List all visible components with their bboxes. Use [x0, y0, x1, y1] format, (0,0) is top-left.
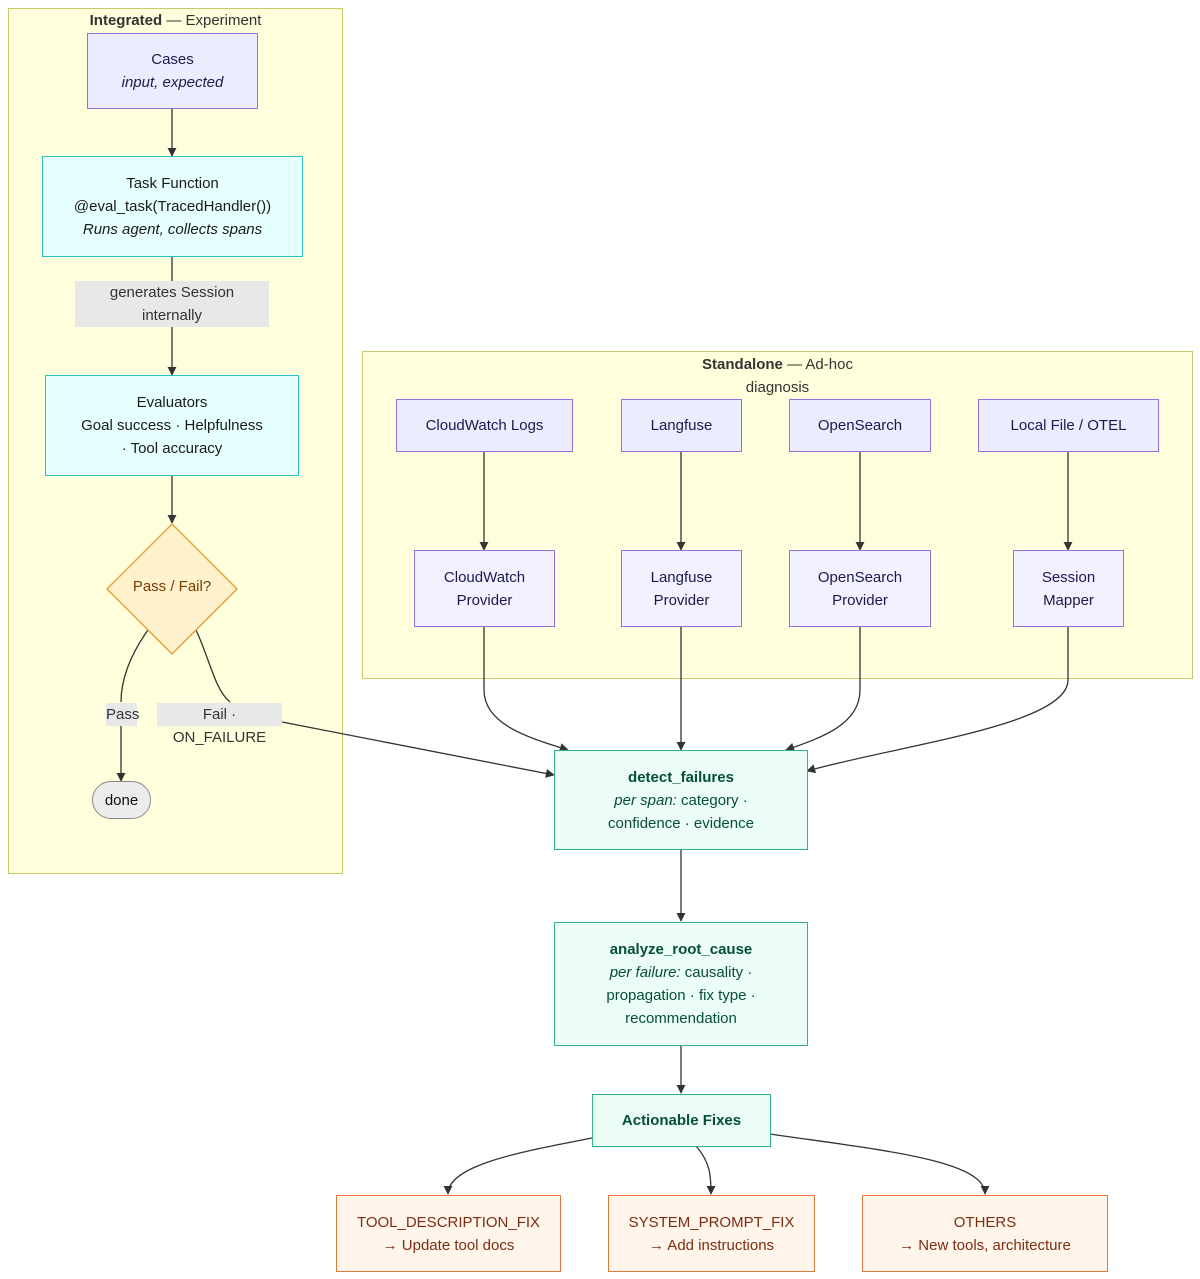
edge-fail-detect: [281, 721, 555, 778]
source-cloudwatch-label: CloudWatch Logs: [425, 417, 544, 434]
task-function-node: Task Function @eval_task(TracedHandler()…: [42, 156, 303, 257]
analyze-causality: causality ·: [680, 964, 753, 981]
cases-title: Cases: [151, 51, 194, 68]
gen-label-line1: generates Session: [109, 284, 235, 301]
edge-opensearch-provider-detect: [785, 627, 861, 752]
source-local-file-otel: Local File / OTEL: [978, 399, 1159, 452]
integrated-title-bold: Integrated: [89, 12, 163, 29]
detect-title: detect_failures: [628, 768, 734, 786]
source-localfile-label: Local File / OTEL: [1010, 417, 1127, 434]
gen-label-line2: internally: [141, 307, 203, 324]
analyze-title: analyze_root_cause: [609, 941, 753, 958]
evaluators-node: Evaluators Goal success · Helpfulness · …: [45, 375, 299, 476]
opensearch-provider-line1: OpenSearch: [817, 568, 903, 586]
standalone-title-rest: — Ad-hoc: [782, 356, 853, 373]
edge-cloudwatch-provider-detect: [483, 627, 569, 752]
done-label: done: [104, 791, 139, 809]
generates-session-label: generates Session internally: [75, 281, 269, 327]
source-opensearch: OpenSearch: [789, 399, 931, 452]
session-mapper-line2: Mapper: [1043, 591, 1094, 609]
langfuse-provider-node: Langfuse Provider: [621, 550, 742, 627]
tool-description-fix-node: TOOL_DESCRIPTION_FIX → Update tool docs: [336, 1195, 561, 1272]
langfuse-provider-line1: Langfuse: [650, 568, 713, 586]
edge-decision-pass: [120, 629, 149, 703]
others-fix-node: OTHERS → New tools, architecture: [862, 1195, 1108, 1272]
system-prompt-fix-node: SYSTEM_PROMPT_FIX → Add instructions: [608, 1195, 815, 1272]
analyze-line3: propagation · fix type ·: [606, 987, 756, 1004]
others-title: OTHERS: [953, 1213, 1017, 1231]
edge-fixes-system-prompt: [695, 1145, 716, 1195]
standalone-cluster-title: Standalone — Ad-hoc diagnosis: [363, 353, 1192, 399]
edge-fixes-tool-desc: [443, 1137, 593, 1195]
detect-line3: confidence · evidence: [608, 814, 754, 832]
cloudwatch-provider-line1: CloudWatch: [443, 568, 526, 586]
cases-node: Cases input, expected: [87, 33, 258, 109]
cloudwatch-provider-node: CloudWatch Provider: [414, 550, 555, 627]
analyze-per-failure: per failure:: [609, 964, 681, 981]
source-langfuse: Langfuse: [621, 399, 742, 452]
task-title: Task Function: [126, 175, 219, 192]
detect-category: category ·: [676, 791, 748, 809]
edge-fixes-others: [769, 1133, 990, 1195]
opensearch-provider-line2: Provider: [832, 591, 888, 609]
session-mapper-line1: Session: [1041, 568, 1096, 586]
fail-label: Fail · ON_FAILURE: [157, 703, 282, 746]
fixes-title: Actionable Fixes: [621, 1112, 742, 1129]
cloudwatch-provider-line2: Provider: [456, 591, 513, 609]
session-mapper-node: Session Mapper: [1013, 550, 1124, 627]
prompt-fix-desc: → Add instructions: [648, 1236, 775, 1254]
evaluators-line3: · Tool accuracy: [121, 440, 223, 457]
edge-decision-fail: [195, 629, 231, 703]
standalone-title-line2: diagnosis: [745, 379, 810, 396]
edge-session-mapper-detect: [806, 627, 1069, 774]
integrated-cluster-title: Integrated — Experiment: [9, 9, 342, 32]
opensearch-provider-node: OpenSearch Provider: [789, 550, 931, 627]
pass-label: Pass: [106, 703, 139, 726]
integrated-title-rest: — Experiment: [162, 12, 262, 29]
others-desc: → New tools, architecture: [899, 1236, 1071, 1254]
source-opensearch-label: OpenSearch: [817, 417, 903, 434]
detect-failures-node: detect_failures per span: category · con…: [554, 750, 808, 850]
analyze-line4: recommendation: [625, 1010, 737, 1027]
langfuse-provider-line2: Provider: [653, 591, 710, 609]
task-description: Runs agent, collects spans: [82, 221, 263, 238]
standalone-title-bold: Standalone: [702, 356, 783, 373]
evaluators-title: Evaluators: [136, 394, 208, 411]
tool-fix-title: TOOL_DESCRIPTION_FIX: [356, 1213, 541, 1231]
tool-fix-desc: → Update tool docs: [382, 1236, 515, 1254]
done-node: done: [92, 781, 151, 819]
cases-subtitle: input, expected: [121, 74, 224, 91]
source-cloudwatch-logs: CloudWatch Logs: [396, 399, 573, 452]
task-decorator: @eval_task(TracedHandler()): [73, 198, 272, 215]
actionable-fixes-node: Actionable Fixes: [592, 1094, 771, 1147]
prompt-fix-title: SYSTEM_PROMPT_FIX: [628, 1213, 795, 1231]
evaluators-line2: Goal success · Helpfulness: [81, 417, 263, 434]
detect-per-span: per span:: [614, 791, 677, 809]
analyze-root-cause-node: analyze_root_cause per failure: causalit…: [554, 922, 808, 1046]
source-langfuse-label: Langfuse: [650, 417, 713, 434]
decision-label: Pass / Fail?: [132, 578, 212, 595]
